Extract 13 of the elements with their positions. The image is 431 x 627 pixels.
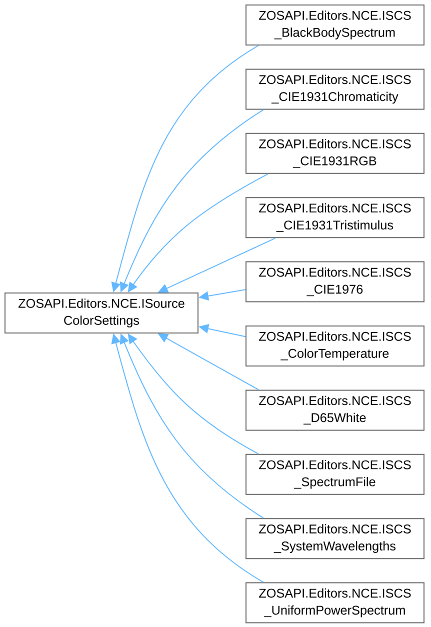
class-box: ZOSAPI.Editors.NCE.ISource ColorSettings — [4, 292, 198, 334]
class-box: ZOSAPI.Editors.NCE.ISCS _UniformPowerSpectrum — [246, 582, 424, 624]
class-box: ZOSAPI.Editors.NCE.ISCS _CIE1931RGB — [246, 132, 424, 174]
inheritance-arrow — [128, 173, 268, 292]
class-box: ZOSAPI.Editors.NCE.ISCS _ColorTemperature — [246, 326, 424, 366]
inheritance-arrow — [128, 334, 259, 454]
class-box: ZOSAPI.Editors.NCE.ISCS _BlackBodySpectrum — [246, 4, 424, 46]
class-box: ZOSAPI.Editors.NCE.ISCS _SystemWavelengths — [246, 518, 424, 560]
class-box: ZOSAPI.Editors.NCE.ISCS _CIE1931Tristimulus — [246, 197, 424, 238]
class-box: ZOSAPI.Editors.NCE.ISCS _CIE1976 — [246, 261, 424, 302]
class-box: ZOSAPI.Editors.NCE.ISCS _CIE1931Chromaticity — [246, 68, 424, 110]
class-box: ZOSAPI.Editors.NCE.ISCS _D65White — [246, 390, 424, 431]
class-box: ZOSAPI.Editors.NCE.ISCS _SpectrumFile — [246, 454, 424, 495]
